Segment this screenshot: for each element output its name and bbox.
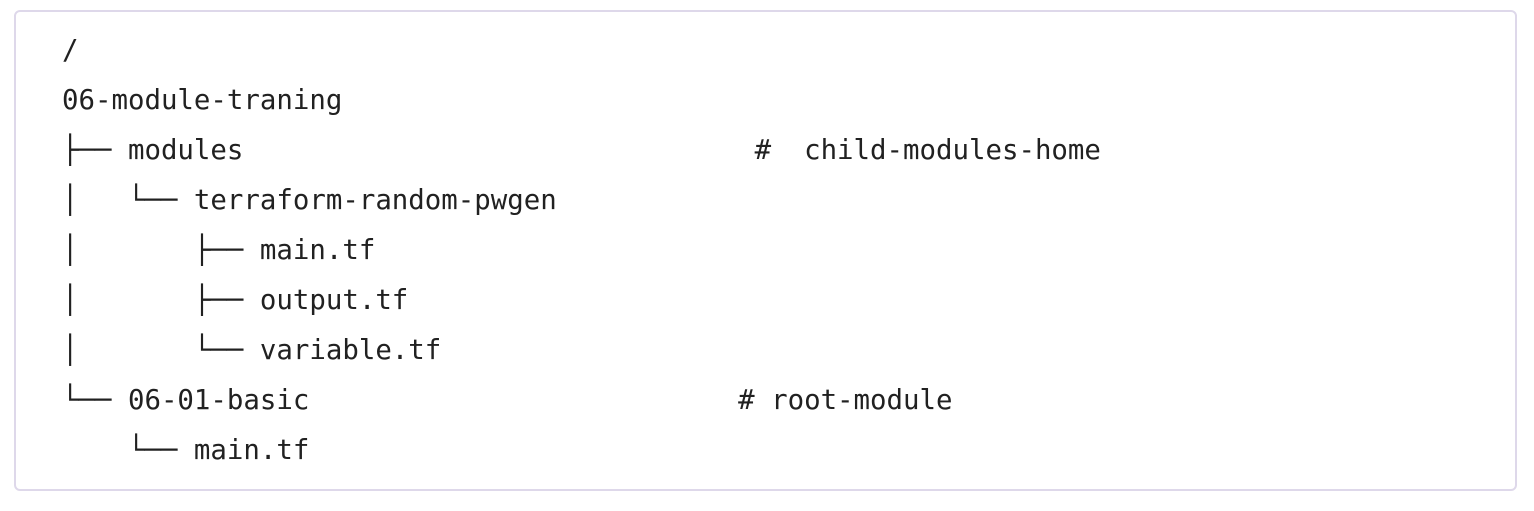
tree-line-basic-main-tf: └── main.tf <box>62 435 310 466</box>
tree-line-terraform-random-pwgen: │ └── terraform-random-pwgen <box>62 185 557 216</box>
tree-line-root-slash: / <box>62 35 79 66</box>
tree-line-modules: ├── modules # child-modules-home <box>62 135 1101 166</box>
tree-line-main-tf: │ ├── main.tf <box>62 235 376 266</box>
code-block-panel: / 06-module-traning ├── modules # child-mo… <box>14 10 1517 491</box>
directory-tree: / 06-module-traning ├── modules # child-mo… <box>16 12 1515 487</box>
tree-line-project-dir: 06-module-traning <box>62 85 343 116</box>
tree-line-variable-tf: │ └── variable.tf <box>62 335 442 366</box>
tree-line-output-tf: │ ├── output.tf <box>62 285 409 316</box>
tree-line-06-01-basic: └── 06-01-basic # root-module <box>62 385 953 416</box>
